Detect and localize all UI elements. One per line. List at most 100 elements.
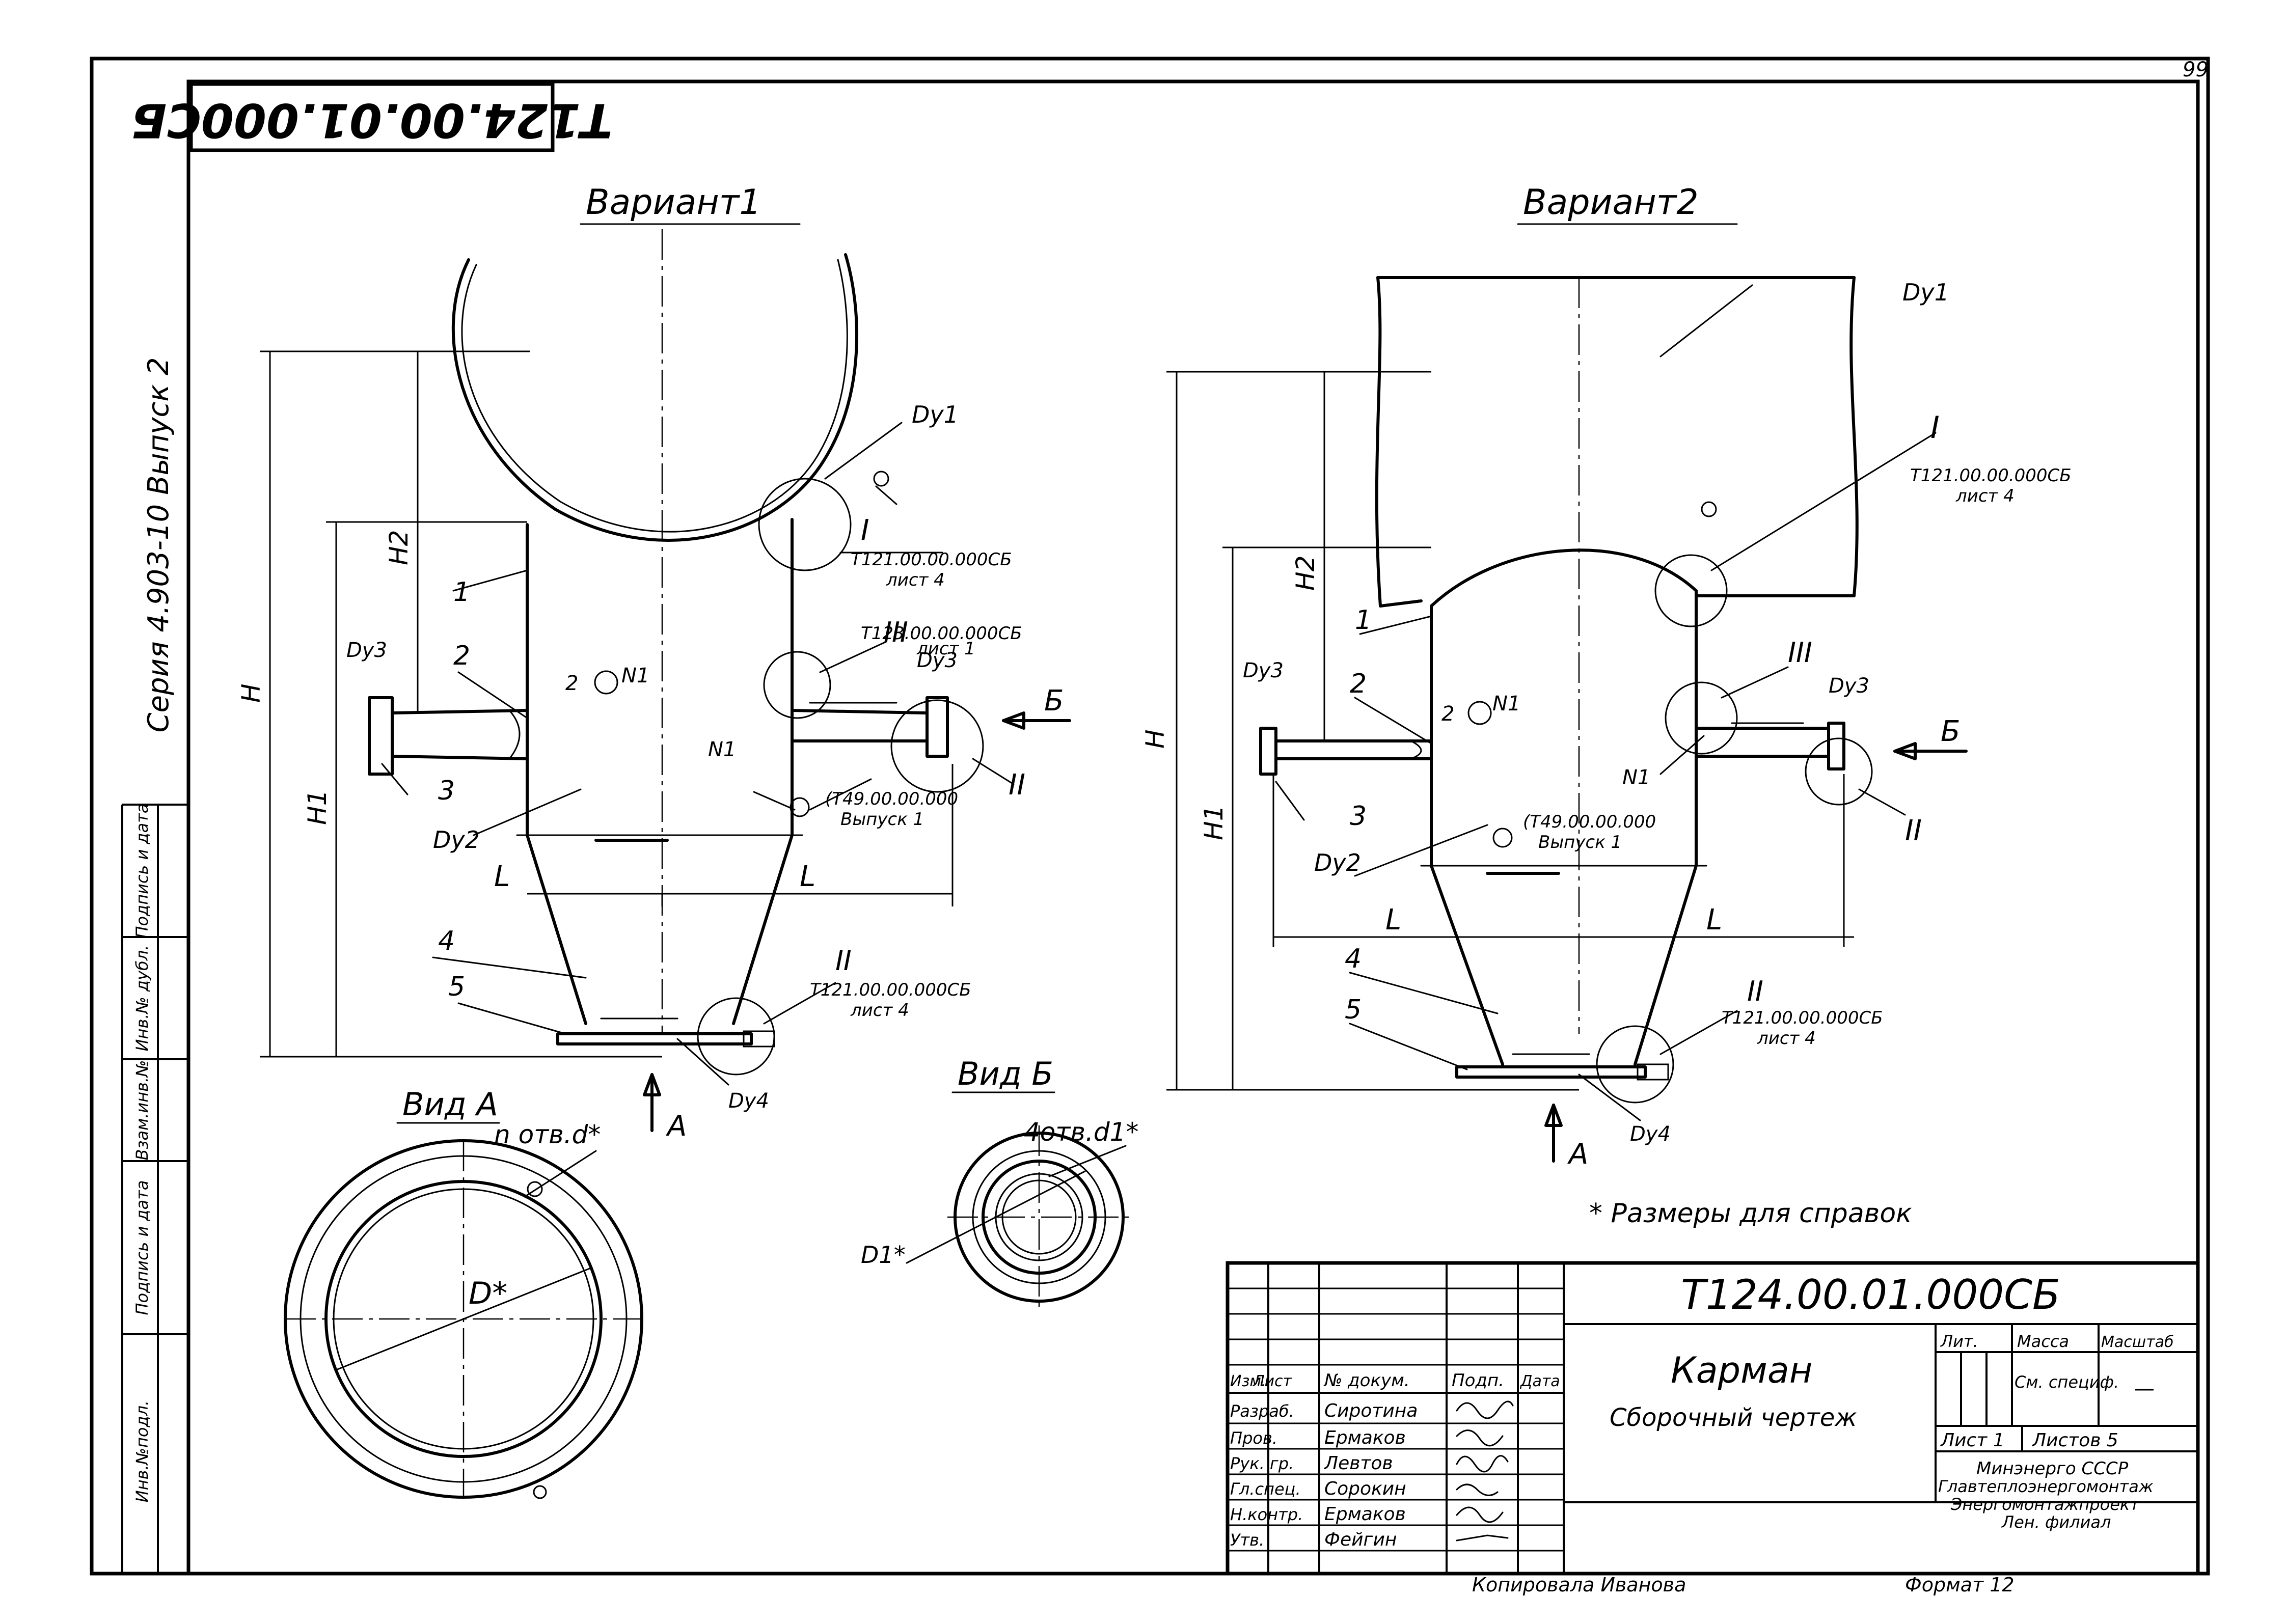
v1-ref-I-b: лист 4 [886,570,945,590]
tb-lit: Лит. [1940,1332,1978,1351]
v1-ref-t49-a: (Т49.00.00.000 [825,789,958,809]
view-b-title: Вид Б [958,1055,1053,1092]
v2-part-4: 4 [1345,944,1362,974]
v2-n1b: N1 [1622,766,1650,789]
v2-part-1: 1 [1355,605,1372,636]
side-label-2: Подпись и дата [132,1180,152,1315]
v2-part-3: 3 [1350,801,1367,832]
view-b-diameter: D1* [861,1241,906,1269]
v2-ref-II-a: Т121.00.00.000СБ [1722,1008,1883,1028]
v2-dy3-right: Dу3 [1829,674,1869,698]
v2-ref-I-b: лист 4 [1955,486,2015,506]
tb-name-2: Ермаков [1324,1427,1406,1448]
v2-two: 2 [1441,702,1454,726]
v2-part-2: 2 [1350,669,1367,699]
variant1-title: Вариант1 [586,182,761,223]
v2-dy1: Dу1 [1902,279,1949,306]
side-label-5: Подпись и дата [132,803,152,938]
v1-dy3-right: Dу3 [917,649,958,672]
v1-part-1: 1 [453,577,470,608]
tb-role-3: Рук. гр. [1230,1454,1294,1473]
view-b: Вид Б 4отв.d1* D1* [861,1055,1138,1309]
tb-org-2: Главтеплоэнергомонтаж [1938,1477,2154,1496]
tb-role-2: Пров. [1230,1428,1277,1448]
side-label-1: Инв.№подл. [132,1400,152,1502]
tb-role-1: Разраб. [1230,1401,1294,1421]
rotated-designation: Т124.00.01.000СБ [131,93,612,148]
v2-node-I: I [1930,410,1940,446]
tb-h-doc: № докум. [1323,1370,1410,1391]
v2-node-III: III [1788,637,1812,669]
v1-ref-II-b: лист 4 [850,1000,909,1021]
tb-sheets: Листов 5 [2031,1430,2118,1451]
title-block: Т124.00.01.000СБ Карман Сборочный чертеж… [1226,1261,2200,1576]
v2-n1: N1 [1492,692,1520,715]
format-label: Формат 12 [1905,1574,2015,1596]
view-a: Вид А n отв.d* D* [284,1086,643,1499]
v1-dy4: Dу4 [728,1089,769,1113]
v2-dy2: Dу2 [1314,849,1361,876]
v1-ref-II-a: Т121.00.00.000СБ [810,980,971,1000]
tb-name-6: Фейгин [1324,1529,1397,1550]
v1-part-2: 2 [453,641,470,671]
tb-org-4: Лен. филиал [2001,1512,2111,1532]
v2-L-right: L [1706,903,1722,937]
v1-L-right: L [800,860,815,893]
tb-h-list: Лист [1253,1372,1293,1390]
v2-H2: H2 [1291,556,1320,591]
v2-H: H [1140,729,1170,749]
tb-name-1: Сиротина [1324,1400,1418,1421]
footnote: * Размеры для справок [1589,1198,1912,1229]
tb-sheet: Лист 1 [1940,1430,2005,1451]
v1-ref-III-a: Т123.00.00.000СБ [861,623,1022,644]
v1-H1: H1 [303,790,332,825]
tb-mass: Масса [2017,1332,2069,1351]
tb-name-4: Сорокин [1324,1478,1406,1499]
v1-dy2: Dу2 [433,826,480,854]
v1-dy1: Dу1 [912,401,959,428]
v2-dy4: Dу4 [1630,1122,1671,1146]
v2-arrow-A: А [1567,1138,1588,1171]
variant1-drawing: Вариант1 [236,182,1071,1143]
v2-node-II: II [1905,814,1922,847]
tb-role-6: Утв. [1230,1530,1264,1550]
series-label: Серия 4.903-10 Выпуск 2 [142,357,175,733]
v1-two: 2 [565,672,578,695]
tb-scale: Масштаб [2101,1333,2174,1351]
v2-dy3-left: Dу3 [1243,659,1284,682]
copied-by: Копировала Иванова [1472,1574,1686,1596]
tb-h-date: Дата [1519,1372,1560,1390]
v1-ref-I-a: Т121.00.00.000СБ [851,549,1012,570]
v1-n1: N1 [621,664,649,687]
view-a-title: Вид А [402,1086,498,1123]
v2-node-II-bottom: II [1747,975,1763,1007]
variant2-drawing: Вариант2 [1140,182,2072,1171]
tb-designation: Т124.00.01.000СБ [1681,1271,2060,1318]
side-label-3: Взам.инв.№ [132,1060,152,1161]
tb-role-4: Гл.спец. [1230,1479,1301,1499]
tb-name-3: Левтов [1323,1453,1393,1474]
v1-part-4: 4 [438,926,455,956]
v1-node-II-bottom: II [835,945,852,977]
tb-org-3: Энергомонтажпроект [1950,1495,2140,1514]
v1-node-I: I [861,514,869,547]
tb-role-5: Н.контр. [1230,1505,1303,1524]
v2-arrow-B: Б [1941,715,1960,748]
v1-part-5: 5 [448,972,465,1002]
tb-name-5: Ермаков [1324,1504,1406,1525]
view-a-holes: n отв.d* [494,1120,601,1149]
tb-h-izm: Изм. [1230,1372,1266,1390]
drawing-frame [90,57,2210,1576]
tb-h-sign: Подп. [1452,1370,1504,1391]
tb-name: Карман [1671,1350,1813,1391]
v1-node-II: II [1009,768,1025,802]
v1-H2: H2 [384,530,414,565]
v2-ref-II-b: лист 4 [1757,1028,1816,1049]
v2-ref-t49-a: (Т49.00.00.000 [1523,812,1656,832]
v1-dy3-left: Dу3 [346,639,387,662]
v1-ref-III-b: лист 1 [916,639,975,659]
view-b-holes: 4отв.d1* [1024,1117,1138,1147]
side-label-4: Инв.№ дубл. [132,945,152,1052]
v2-ref-I-a: Т121.00.00.000СБ [1910,465,2072,486]
